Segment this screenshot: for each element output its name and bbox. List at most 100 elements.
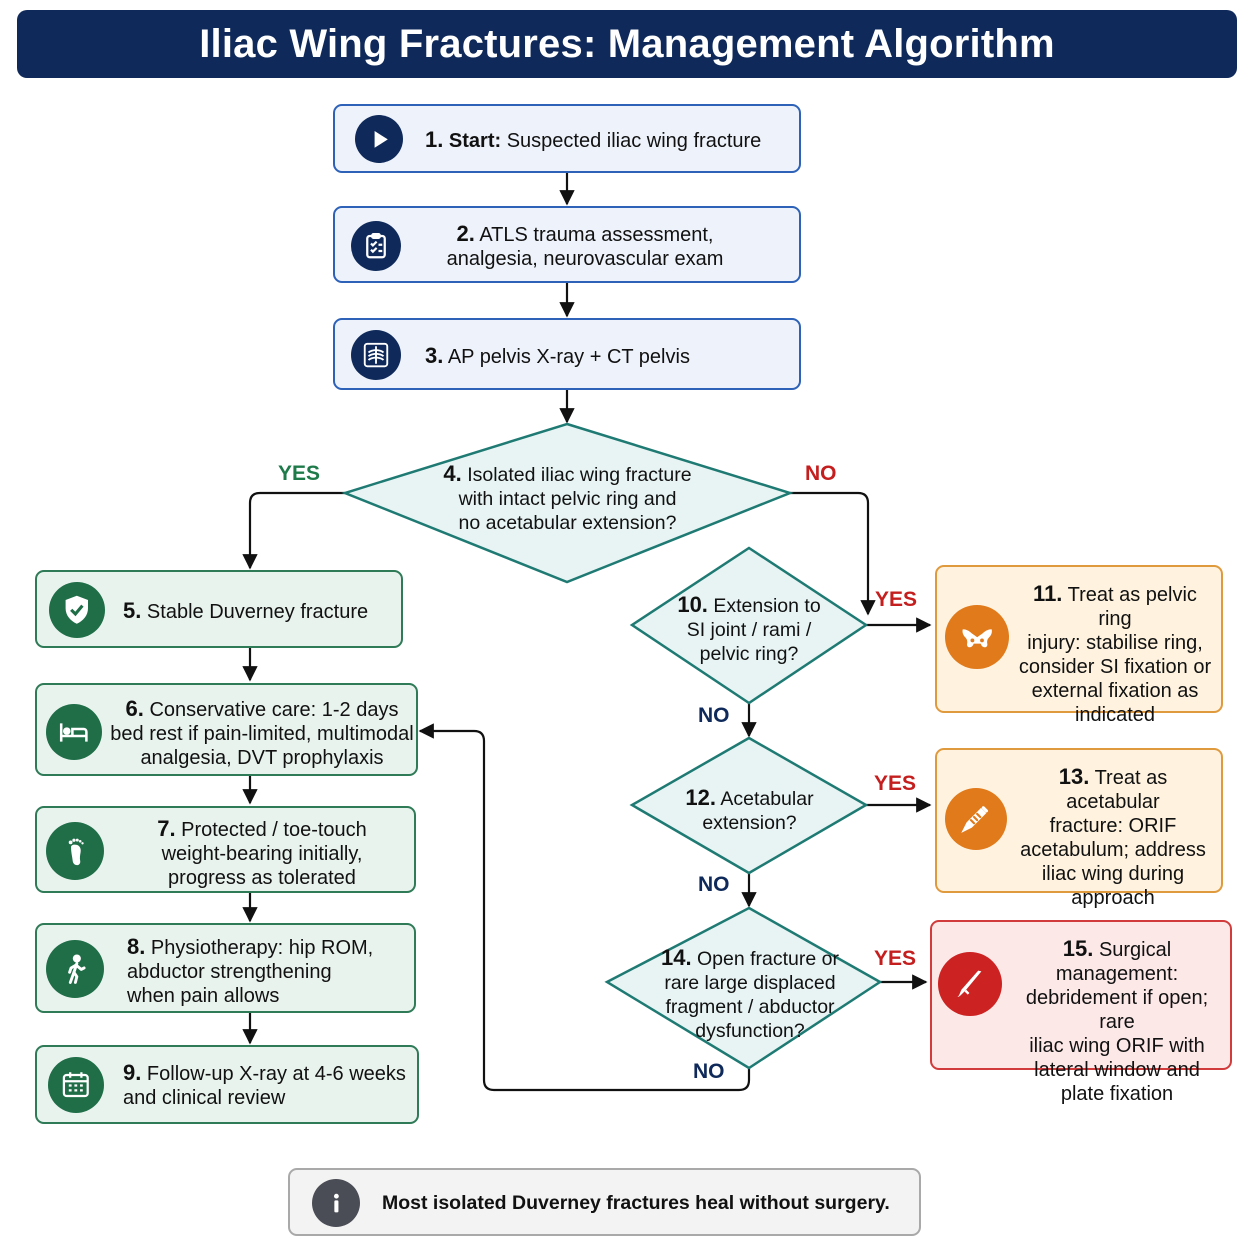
step-5-number: 5. xyxy=(123,598,142,623)
walking-person-icon xyxy=(46,940,104,998)
step-2-assessment[interactable]: 2. ATLS trauma assessment, analgesia, ne… xyxy=(333,206,801,283)
decision-10-no-label: NO xyxy=(698,704,730,727)
step-3-number: 3. xyxy=(425,343,444,368)
step-8-line3: when pain allows xyxy=(127,985,280,1007)
shield-check-icon xyxy=(49,582,105,638)
step-7-number: 7. xyxy=(157,816,176,841)
step-13-line1: Treat as acetabular xyxy=(1066,767,1168,813)
step-6-line3: analgesia, DVT prophylaxis xyxy=(140,747,384,769)
step-3-imaging[interactable]: 3. AP pelvis X-ray + CT pelvis xyxy=(333,318,801,390)
step-5-text: Stable Duverney fracture xyxy=(146,601,369,623)
decision-12-yes-label: YES xyxy=(874,772,917,795)
step-13-line5: approach xyxy=(1071,887,1155,909)
decision-12-line2: extension? xyxy=(702,812,797,834)
step-15-line2: debridement if open; rare xyxy=(1025,987,1209,1033)
xray-chest-icon xyxy=(351,330,401,380)
step-15-number: 15. xyxy=(1062,936,1094,961)
decision-10-number: 10. xyxy=(677,592,708,617)
step-9-follow-up[interactable]: 9. Follow-up X-ray at 4-6 weeks and clin… xyxy=(35,1045,419,1124)
step-9-line2: and clinical review xyxy=(123,1087,286,1109)
decision-4-line3: no acetabular extension? xyxy=(458,512,677,534)
decision-12-diamond xyxy=(629,736,869,875)
step-11-line4: external fixation as xyxy=(1031,680,1199,702)
decision-14-line3: fragment / abductor xyxy=(665,996,835,1018)
decision-4-line2: with intact pelvic ring and xyxy=(458,488,677,510)
decision-12[interactable]: 12. Acetabular extension? xyxy=(672,786,827,835)
decision-4-yes-label: YES xyxy=(278,462,321,485)
decision-14-yes-label: YES xyxy=(874,947,917,970)
pelvis-icon xyxy=(945,605,1009,669)
step-13-acetabular[interactable]: 13. Treat as acetabular fracture: ORIF a… xyxy=(935,748,1223,909)
step-11-line5: indicated xyxy=(1074,704,1156,726)
decision-10-line1: Extension to xyxy=(713,595,821,617)
decision-10-yes-label: YES xyxy=(875,588,918,611)
step-5-stable[interactable]: 5. Stable Duverney fracture xyxy=(35,570,403,648)
step-11-line2: injury: stabilise ring, xyxy=(1027,632,1203,654)
step-7-weight-bearing[interactable]: 7. Protected / toe-touch weight-bearing … xyxy=(35,806,416,893)
decision-10[interactable]: 10. Extension to SI joint / rami / pelvi… xyxy=(664,593,834,666)
info-note: Most isolated Duverney fractures heal wi… xyxy=(288,1168,921,1236)
decision-10-line3: pelvic ring? xyxy=(699,643,799,665)
decision-12-number: 12. xyxy=(685,785,716,810)
decision-14-line4: dysfunction? xyxy=(695,1020,805,1042)
arrow-4-no-to-10 xyxy=(790,491,876,616)
step-15-line4: lateral window and xyxy=(1034,1059,1200,1081)
step-13-line2: fracture: ORIF xyxy=(1049,815,1177,837)
bed-icon xyxy=(46,704,102,760)
step-9-line1: Follow-up X-ray at 4-6 weeks xyxy=(146,1063,406,1085)
step-11-number: 11. xyxy=(1033,581,1063,606)
decision-12-no-label: NO xyxy=(698,873,730,896)
step-8-line2: abductor strengthening xyxy=(127,961,332,983)
step-6-conservative[interactable]: 6. Conservative care: 1-2 days bed rest … xyxy=(35,683,418,776)
info-note-text: Most isolated Duverney fractures heal wi… xyxy=(382,1192,890,1214)
decision-4-line1: Isolated iliac wing fracture xyxy=(467,464,692,486)
decision-14-diamond xyxy=(604,906,883,1070)
decision-4-number: 4. xyxy=(443,461,462,486)
step-1-number: 1. xyxy=(425,127,444,152)
step-1-start[interactable]: 1. Start: Suspected iliac wing fracture xyxy=(333,104,801,173)
decision-4[interactable]: 4. Isolated iliac wing fracture with int… xyxy=(400,462,735,535)
clipboard-icon xyxy=(351,221,401,271)
decision-4-no-label: NO xyxy=(805,462,837,485)
step-2-line1: ATLS trauma assessment, xyxy=(479,224,714,246)
arrow-4-yes-to-5 xyxy=(242,491,345,570)
decision-10-line2: SI joint / rami / xyxy=(686,619,812,641)
step-8-number: 8. xyxy=(127,934,146,959)
step-11-pelvic-ring[interactable]: 11. Treat as pelvic ring injury: stabili… xyxy=(935,565,1223,726)
page-title: Iliac Wing Fractures: Management Algorit… xyxy=(199,21,1055,66)
step-6-line1: Conservative care: 1-2 days xyxy=(149,699,399,721)
scalpel-icon xyxy=(938,952,1002,1016)
play-icon xyxy=(355,115,403,163)
step-13-number: 13. xyxy=(1058,764,1090,789)
step-6-number: 6. xyxy=(125,696,144,721)
decision-10-diamond xyxy=(629,546,869,705)
decision-14-line1: Open fracture or xyxy=(697,948,839,970)
step-6-line2: bed rest if pain-limited, multimodal xyxy=(110,723,414,745)
decision-14[interactable]: 14. Open fracture or rare large displace… xyxy=(655,946,845,1043)
step-11-line3: consider SI fixation or xyxy=(1018,656,1212,678)
step-13-line3: acetabulum; address xyxy=(1020,839,1206,861)
info-icon xyxy=(312,1179,360,1227)
step-7-line3: progress as tolerated xyxy=(168,867,356,889)
step-15-line3: iliac wing ORIF with xyxy=(1029,1035,1205,1057)
decision-14-no-label: NO xyxy=(693,1060,725,1083)
step-8-physiotherapy[interactable]: 8. Physiotherapy: hip ROM, abductor stre… xyxy=(35,923,416,1013)
footprint-icon xyxy=(46,822,104,880)
step-7-line1: Protected / toe-touch xyxy=(181,819,367,841)
decision-4-diamond xyxy=(341,422,794,584)
step-7-line2: weight-bearing initially, xyxy=(161,843,363,865)
calendar-icon xyxy=(48,1057,104,1113)
decision-14-number: 14. xyxy=(661,945,692,970)
screw-icon xyxy=(945,788,1007,850)
step-13-line4: iliac wing during xyxy=(1041,863,1185,885)
step-11-line1: Treat as pelvic ring xyxy=(1067,584,1197,630)
arrow-14-no-to-6 xyxy=(418,723,751,1092)
step-15-line5: plate fixation xyxy=(1060,1083,1174,1105)
step-2-line2: analgesia, neurovascular exam xyxy=(446,248,724,270)
step-1-lead: Start: xyxy=(448,130,502,152)
title-bar: Iliac Wing Fractures: Management Algorit… xyxy=(17,10,1237,78)
step-15-line1: Surgical management: xyxy=(1055,939,1179,985)
step-15-surgical[interactable]: 15. Surgical management: debridement if … xyxy=(930,920,1232,1105)
